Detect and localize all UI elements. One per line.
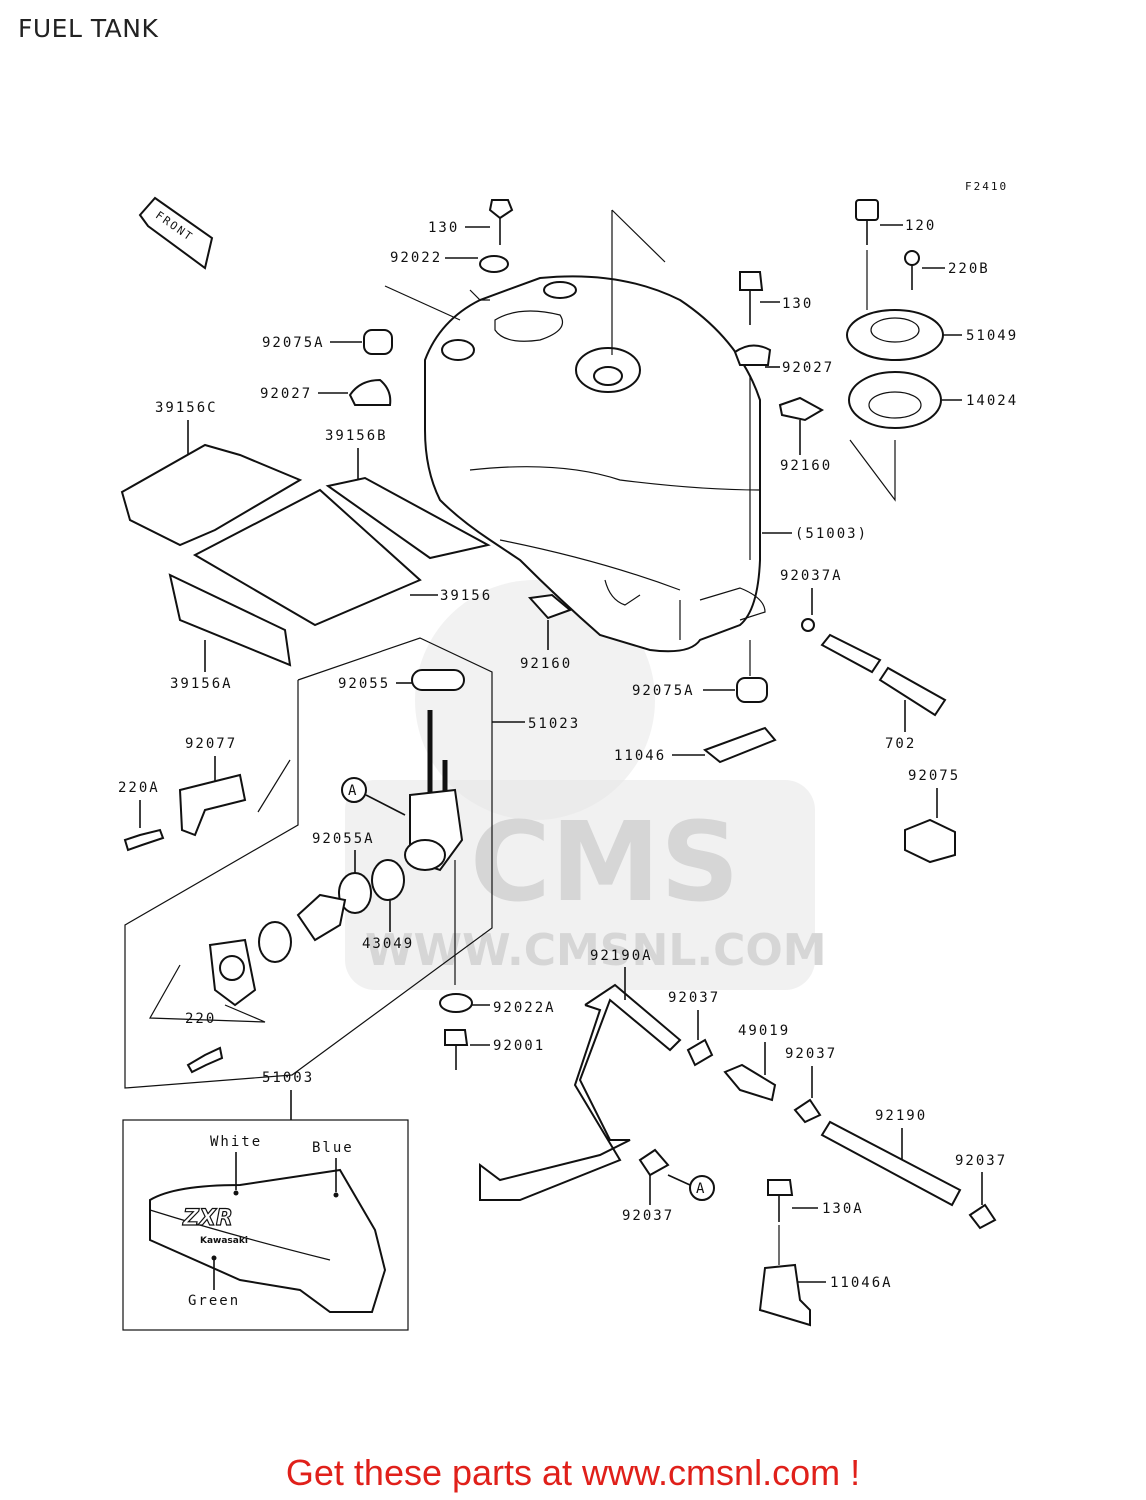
label-220b: 220B bbox=[948, 261, 990, 277]
watermark-brand: CMS bbox=[470, 798, 739, 926]
label-92075: 92075 bbox=[908, 768, 960, 784]
label-92190: 92190 bbox=[875, 1108, 927, 1124]
label-92001: 92001 bbox=[493, 1038, 545, 1054]
pads: 39156C 39156B 39156 39156A bbox=[120, 400, 492, 692]
label-92160-mid: 92160 bbox=[520, 656, 572, 672]
decal-brand: Kawasaki bbox=[200, 1236, 248, 1246]
label-92077: 92077 bbox=[185, 736, 237, 752]
footer-promo-link[interactable]: Get these parts at www.cmsnl.com ! bbox=[285, 1452, 861, 1493]
label-39156a: 39156A bbox=[170, 676, 233, 692]
front-arrow-icon: FRONT bbox=[138, 196, 214, 270]
cap-assembly: 130 92027 120 220B 51049 14024 92160 bbox=[733, 199, 1018, 560]
callouts-top: 130 92022 92075A 92027 bbox=[260, 199, 514, 406]
label-39156b: 39156B bbox=[325, 428, 388, 444]
fuel-valve-section: 92055 51023 A 92077 220A 92055A 43049 22… bbox=[118, 637, 580, 1089]
decal-green-label: Green bbox=[188, 1293, 240, 1309]
label-130: 130 bbox=[428, 220, 459, 236]
label-51023: 51023 bbox=[528, 716, 580, 732]
label-92027-left: 92027 bbox=[260, 386, 312, 402]
page-title: FUEL TANK bbox=[18, 14, 159, 43]
label-11046: 11046 bbox=[614, 748, 666, 764]
label-43049: 43049 bbox=[362, 936, 414, 952]
label-92055: 92055 bbox=[338, 676, 390, 692]
hose-assembly: 92190A 92037 49019 92037 92190 92037 920… bbox=[479, 948, 1007, 1327]
label-49019: 49019 bbox=[738, 1023, 790, 1039]
decal-white-label: White bbox=[210, 1134, 262, 1150]
label-51049: 51049 bbox=[966, 328, 1018, 344]
label-a-1: A bbox=[348, 783, 358, 799]
label-92160-right: 92160 bbox=[780, 458, 832, 474]
tank-callouts: (51003) 92037A 92160 92075A 702 92075 11… bbox=[520, 526, 960, 864]
label-220: 220 bbox=[185, 1011, 216, 1027]
watermark-url: WWW.CMSNL.COM bbox=[365, 925, 827, 976]
label-11046a: 11046A bbox=[830, 1275, 893, 1291]
label-39156: 39156 bbox=[440, 588, 492, 604]
label-130-b: 130 bbox=[782, 296, 813, 312]
label-92022a: 92022A bbox=[493, 1000, 556, 1016]
drain-bolts: 92022A 92001 bbox=[439, 993, 556, 1070]
label-702: 702 bbox=[885, 736, 916, 752]
decal-logo: ZXR bbox=[182, 1206, 233, 1231]
label-92075a-mid: 92075A bbox=[632, 683, 695, 699]
label-92190a: 92190A bbox=[590, 948, 653, 964]
decal-box: 51003 ZXR Kawasaki White Blue Green bbox=[122, 1070, 409, 1331]
label-92027-right: 92027 bbox=[782, 360, 834, 376]
figure-code: F2410 bbox=[965, 180, 1008, 193]
label-120: 120 bbox=[905, 218, 936, 234]
label-14024: 14024 bbox=[966, 393, 1018, 409]
watermark: CMS WWW.CMSNL.COM bbox=[345, 580, 827, 990]
label-220a: 220A bbox=[118, 780, 160, 796]
label-92075a-top: 92075A bbox=[262, 335, 325, 351]
label-51003-paren: (51003) bbox=[795, 526, 868, 542]
label-a-2: A bbox=[696, 1181, 706, 1197]
label-92037-c: 92037 bbox=[955, 1153, 1007, 1169]
label-92037a: 92037A bbox=[780, 568, 843, 584]
label-39156c: 39156C bbox=[155, 400, 218, 416]
fuel-tank bbox=[424, 209, 766, 653]
label-92055a: 92055A bbox=[312, 831, 375, 847]
label-92037-a: 92037 bbox=[668, 990, 720, 1006]
label-92022: 92022 bbox=[390, 250, 442, 266]
label-130a: 130A bbox=[822, 1201, 864, 1217]
decal-blue-label: Blue bbox=[312, 1140, 354, 1156]
label-92037-b: 92037 bbox=[785, 1046, 837, 1062]
label-51003: 51003 bbox=[262, 1070, 314, 1086]
label-92037-d: 92037 bbox=[622, 1208, 674, 1224]
